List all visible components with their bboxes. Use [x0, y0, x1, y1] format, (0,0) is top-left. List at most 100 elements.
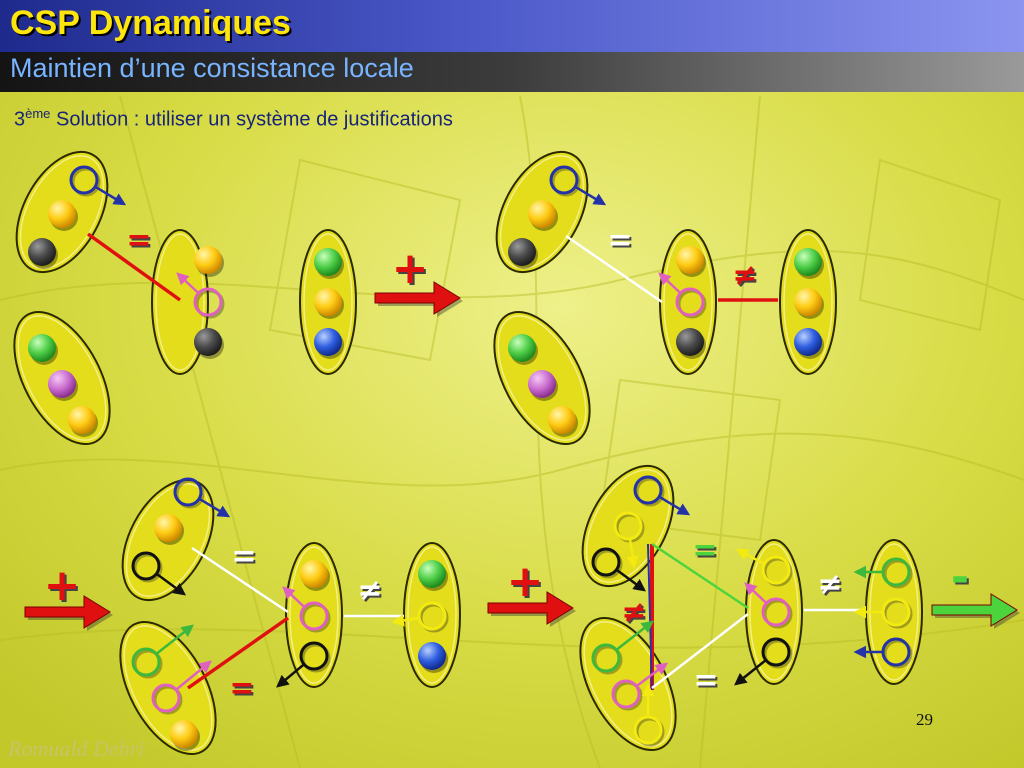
ring-shadow	[883, 599, 913, 629]
value-ball-yellow	[548, 406, 576, 434]
ring-shadow	[153, 685, 183, 715]
removed-value-ring	[761, 555, 791, 585]
removed-value-ring	[675, 287, 705, 317]
constraint-label-shadow: =	[231, 673, 256, 708]
value-balls	[28, 200, 824, 751]
solution-text: 3ème Solution : utiliser un système de j…	[14, 106, 453, 132]
constraint-label-shadow: +	[509, 558, 546, 609]
value-ball-pink	[528, 370, 556, 398]
justification-pointer	[94, 185, 127, 206]
justification-pointer	[176, 272, 200, 295]
removed-value-rings	[69, 165, 913, 747]
value-ball-pink	[48, 370, 76, 398]
domain-ellipse	[285, 542, 343, 688]
value-ball-dark	[194, 328, 222, 356]
justification-pointer	[276, 663, 305, 688]
ring-shadow	[593, 645, 623, 675]
ring-shadow	[301, 643, 331, 673]
transition-arrow	[24, 595, 111, 629]
constraint-label-shadow: +	[46, 562, 83, 613]
value-ball-yellow	[676, 246, 704, 274]
justification-pointer	[155, 572, 187, 596]
removed-value-ring	[591, 547, 621, 577]
justification-pointer	[658, 495, 691, 516]
constraint-label: ≠	[732, 258, 757, 293]
constraint-label-shadow: =	[609, 225, 634, 260]
ring-shadow	[883, 559, 913, 589]
constraint-labels: ==++==≠≠++==≠≠==++==≠≠≠≠==--	[44, 223, 972, 708]
constraint-label: +	[44, 560, 81, 611]
justification-pointer	[175, 660, 212, 691]
removed-value-ring	[173, 477, 203, 507]
removed-value-ring	[193, 287, 223, 317]
constraint-label: =	[692, 533, 717, 568]
constraint-label-shadow: =	[233, 541, 258, 576]
value-ball-dark	[676, 328, 704, 356]
removed-value-ring	[633, 475, 663, 505]
removed-value-ring	[591, 643, 621, 673]
domain-ellipse-highlight	[663, 233, 713, 371]
value-ball-green	[418, 560, 446, 588]
value-ball-blue	[794, 328, 822, 356]
solution-number: 3	[14, 108, 26, 131]
removed-value-ring	[299, 641, 329, 671]
value-ball-yellow	[68, 406, 96, 434]
domain-ellipse-highlight	[125, 483, 211, 597]
domain-ellipse-highlight	[783, 233, 833, 371]
constraint-line	[186, 616, 290, 690]
justification-pointer	[635, 662, 668, 688]
domain-ellipse	[745, 539, 803, 685]
ring-shadow	[551, 167, 581, 197]
justification-pointer	[744, 582, 768, 605]
removed-value-ring	[611, 679, 641, 709]
removed-value-ring	[131, 551, 161, 581]
domain-ellipse-highlight	[303, 233, 353, 371]
constraint-label-shadow: ≠	[819, 569, 844, 604]
constraint-label: -	[951, 552, 969, 603]
constraint-label-shadow: ≠	[734, 260, 759, 295]
value-ball-yellow	[170, 720, 198, 748]
removed-value-ring	[417, 601, 447, 631]
constraint-lines	[86, 232, 866, 691]
constraint-label: +	[392, 243, 429, 294]
domain-ellipse-highlight	[155, 233, 205, 371]
constraint-label-shadow: =	[128, 225, 153, 260]
ring-shadow	[301, 603, 331, 633]
value-ball-dark	[508, 238, 536, 266]
removed-value-ring	[69, 165, 99, 195]
constraint-label-shadow: =	[694, 535, 719, 570]
constraint-label: =	[229, 671, 254, 706]
ring-shadow	[763, 599, 793, 629]
constraint-label-shadow: ≠	[623, 597, 648, 632]
value-ball-yellow	[48, 200, 76, 228]
constraint-label-shadow: -	[953, 554, 971, 605]
domain-ellipse-highlight	[749, 543, 799, 681]
transition-arrow	[374, 281, 461, 315]
value-ball-blue	[314, 328, 342, 356]
ring-shadow	[677, 289, 707, 319]
constraint-line	[86, 232, 182, 302]
constraint-label-shadow: =	[695, 665, 720, 700]
value-ball-green	[28, 334, 56, 362]
constraint-label: =	[607, 223, 632, 258]
ring-shadow	[883, 639, 913, 669]
ring-shadow	[763, 639, 793, 669]
justification-pointer	[391, 614, 420, 627]
value-ball-green	[794, 248, 822, 276]
domain-ellipse-highlight	[499, 155, 585, 269]
justification-pointer	[626, 538, 639, 569]
value-ball-green	[508, 334, 536, 362]
slide-title: CSP Dynamiques	[10, 4, 291, 42]
title-bar	[0, 0, 1024, 52]
author-watermark: Romuald Debri	[8, 736, 145, 761]
justification-pointer	[155, 624, 194, 655]
justification-pointer	[734, 659, 767, 686]
removed-value-ring	[613, 511, 643, 541]
value-ball-green	[314, 248, 342, 276]
ring-shadow	[635, 717, 665, 747]
removed-value-ring	[151, 683, 181, 713]
constraint-label-shadow: +	[394, 245, 431, 296]
constraint-line	[651, 613, 749, 689]
domain-ellipse-highlight	[585, 469, 671, 583]
